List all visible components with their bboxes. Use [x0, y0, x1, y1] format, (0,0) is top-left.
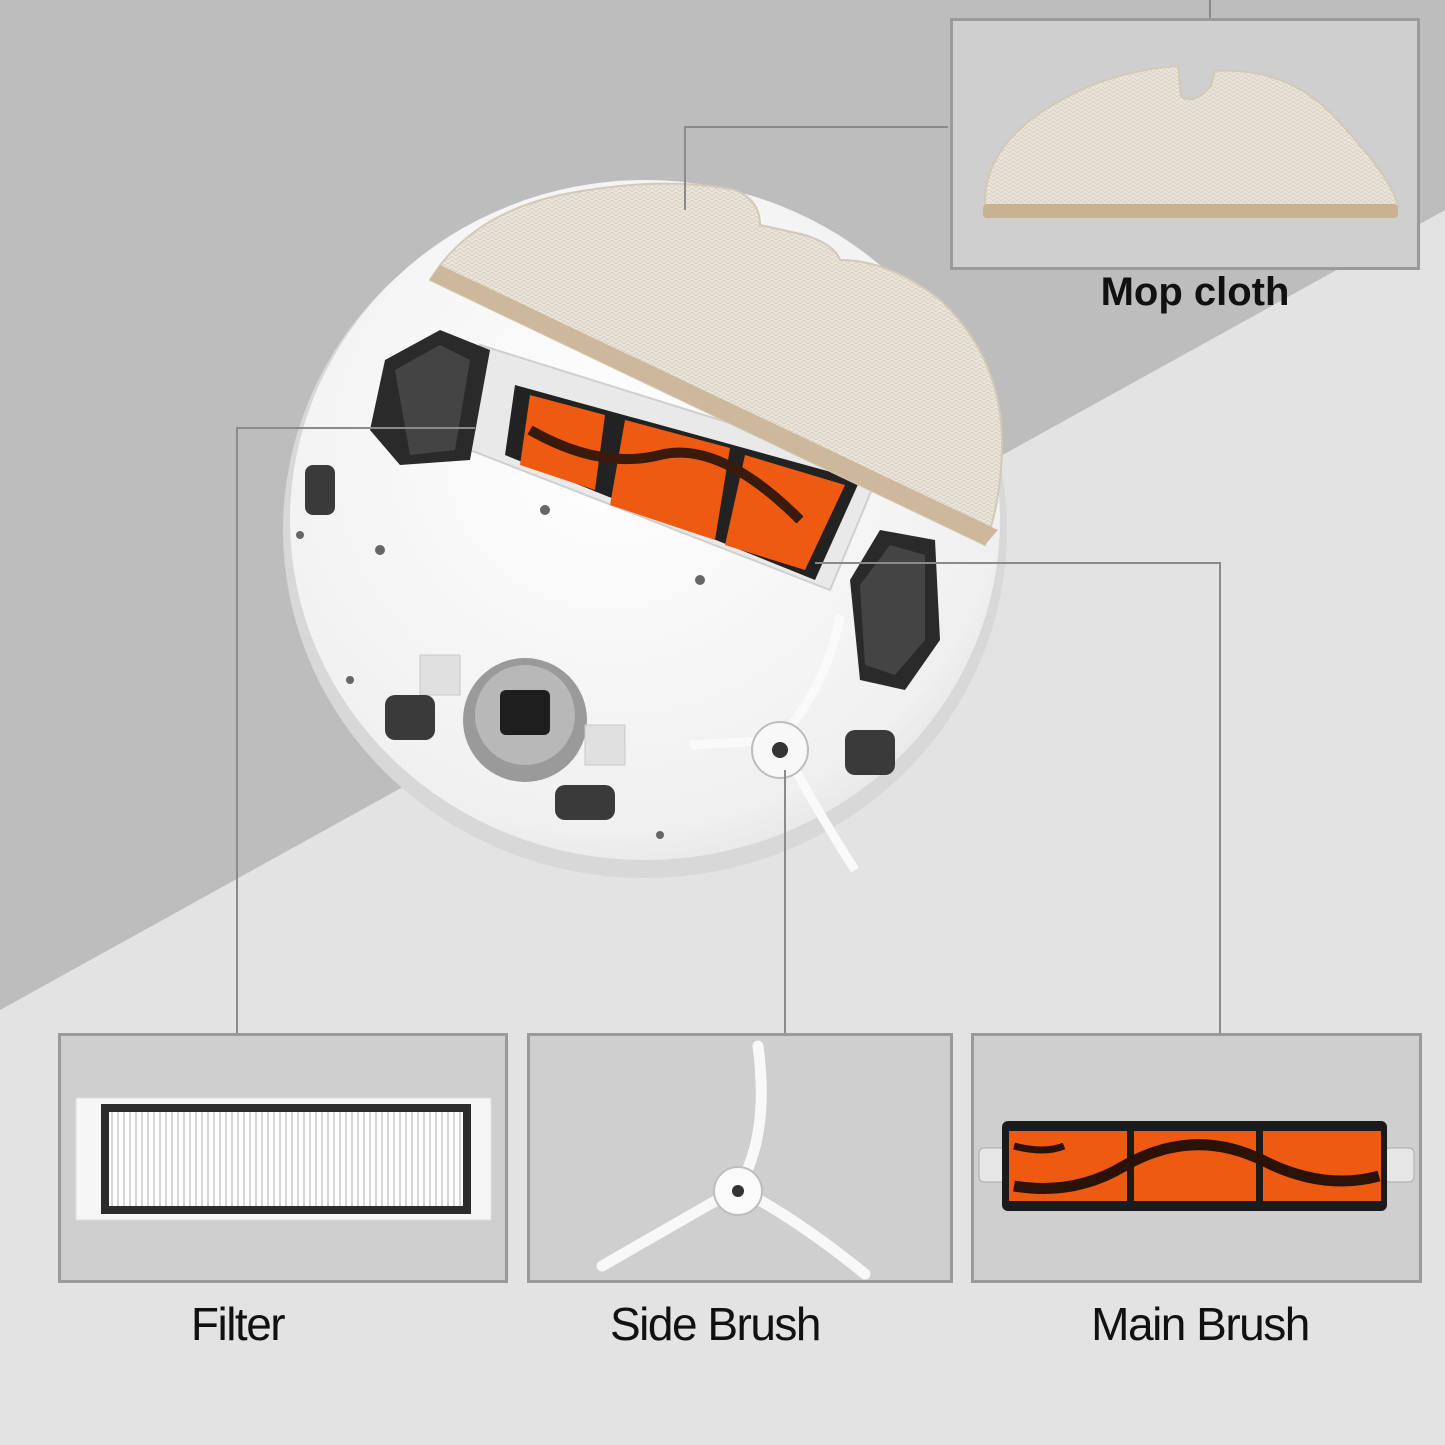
- main-brush-label: Main Brush: [1091, 1298, 1310, 1350]
- mop-cloth-label: Mop cloth: [1100, 270, 1290, 314]
- filter-label: Filter: [190, 1298, 286, 1350]
- side-brush-panel: [527, 1033, 953, 1283]
- side-brush-image: [596, 1040, 871, 1280]
- filter-panel: [58, 1033, 508, 1283]
- side-brush-label: Side Brush: [609, 1298, 822, 1350]
- filter-image: [75, 1097, 492, 1221]
- robot-mop-cloth: [428, 182, 1004, 547]
- main-brush-image: [978, 1121, 1415, 1211]
- main-brush-panel: [971, 1033, 1422, 1283]
- mop-cloth-image: [983, 64, 1400, 218]
- mop-cloth-panel: [950, 18, 1420, 270]
